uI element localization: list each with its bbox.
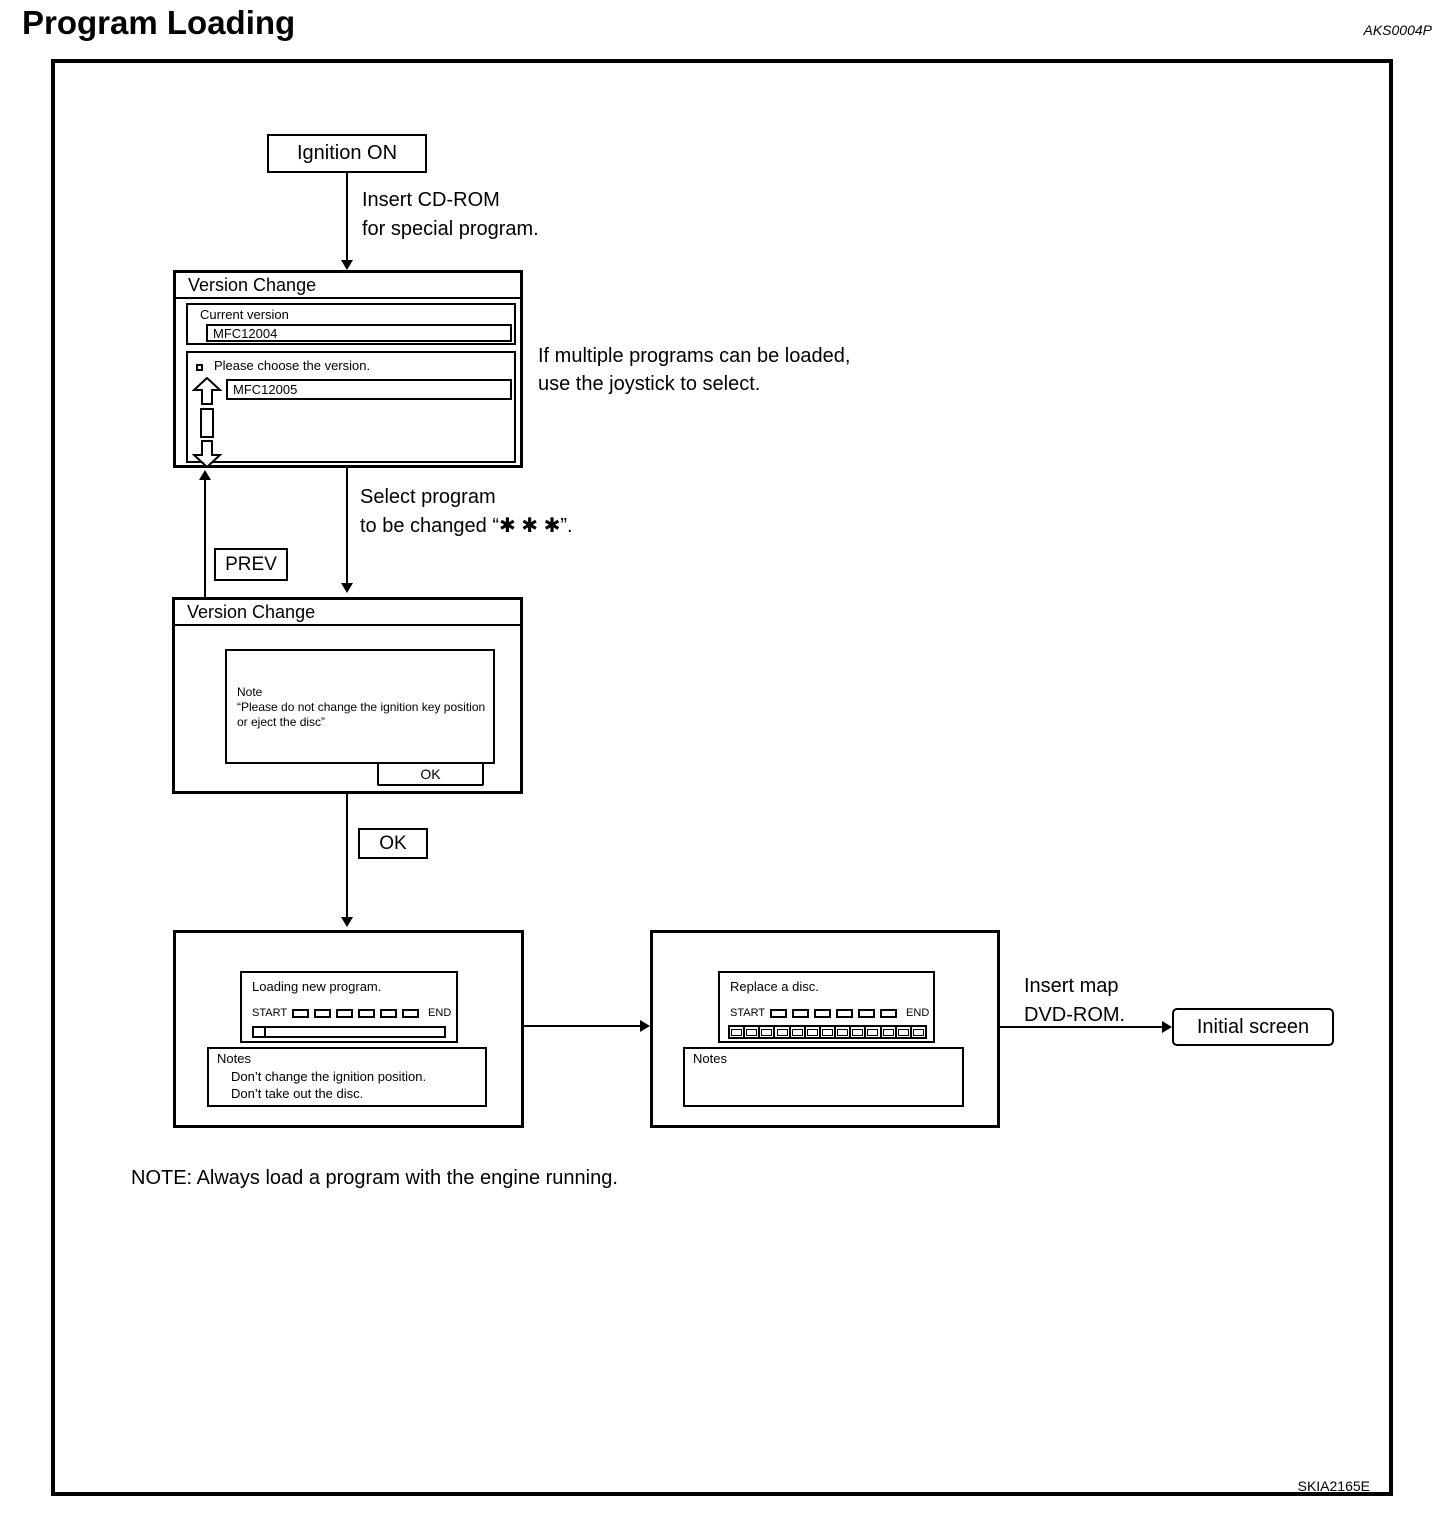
loading-note-2: Don’t take out the disc. (231, 1086, 364, 1101)
progress-cell (358, 1008, 376, 1018)
loading-note-1: Don’t change the ignition position. (231, 1069, 427, 1084)
progress-scale: START END (730, 1007, 929, 1019)
choose-version-panel: Please choose the version. MFC12005 (186, 351, 516, 468)
progress-cell (380, 1008, 398, 1018)
current-version-label: Current version (200, 307, 289, 322)
select-program-label: Select program to be changed “✱ ✱ ✱”. (360, 486, 573, 537)
loading-notes-panel: Notes Don’t change the ignition position… (207, 1047, 487, 1107)
arrow-down-icon (341, 583, 353, 593)
progress-cell (314, 1008, 332, 1018)
note-title: Note (237, 685, 263, 699)
progress-cell (402, 1008, 420, 1018)
connector-line (524, 1025, 641, 1027)
prev-button[interactable]: PREV (214, 548, 288, 581)
progress-cell (292, 1008, 310, 1018)
current-version-panel: Current version MFC12004 (186, 303, 516, 345)
loading-message: Loading new program. (252, 979, 382, 994)
progress-cell (814, 1008, 832, 1018)
version-change-screen-1: Version Change Current version MFC12004 … (173, 270, 523, 468)
end-label: END (428, 1007, 452, 1019)
current-version-field: MFC12004 (206, 324, 512, 342)
start-label: START (252, 1007, 288, 1019)
progress-cell (858, 1008, 876, 1018)
arrow-down-icon (341, 260, 353, 270)
version-change-screen-2: Version Change Note “Please do not chang… (172, 597, 523, 794)
progress-cell (836, 1008, 854, 1018)
segmented-progress-bar (728, 1025, 927, 1039)
connector-line (346, 173, 348, 261)
scroll-up-icon[interactable] (192, 377, 222, 405)
dialog-ok-button[interactable]: OK (377, 762, 484, 786)
replace-disc-box: Replace a disc. START END (650, 930, 1000, 1128)
bullet-square-icon (196, 364, 203, 371)
page-title: Program Loading (22, 4, 296, 41)
version-option-field[interactable]: MFC12005 (226, 379, 512, 400)
scroll-down-icon[interactable] (192, 440, 222, 468)
note-line-1: “Please do not change the ignition key p… (237, 700, 486, 714)
progress-scale: START END (252, 1007, 451, 1019)
end-label: END (906, 1007, 930, 1019)
progress-cell (792, 1008, 810, 1018)
arrow-up-icon (199, 470, 211, 480)
connector-line (346, 794, 348, 918)
figure-ref-top: AKS0004P (1363, 22, 1433, 38)
ok-button[interactable]: OK (358, 828, 428, 859)
progress-fill-divider (264, 1028, 266, 1036)
notes-title: Notes (693, 1051, 727, 1066)
notes-title: Notes (217, 1051, 251, 1066)
arrow-down-icon (341, 917, 353, 927)
choose-version-label: Please choose the version. (214, 358, 371, 373)
connector-line (1000, 1026, 1163, 1028)
note-line-2: or eject the disc” (237, 715, 326, 729)
arrow-right-icon (640, 1020, 650, 1032)
start-label: START (730, 1007, 766, 1019)
progress-cell (880, 1008, 898, 1018)
replace-display: Replace a disc. START END (718, 971, 935, 1043)
engine-running-note: NOTE: Always load a program with the eng… (131, 1167, 618, 1189)
progress-cell (336, 1008, 354, 1018)
diagram-frame (51, 59, 1393, 1496)
connector-line (204, 480, 206, 597)
ignition-on-box: Ignition ON (267, 134, 427, 173)
replace-notes-panel: Notes (683, 1047, 964, 1107)
loading-display: Loading new program. START END (240, 971, 458, 1043)
figure-ref-bottom: SKIA2165E (1297, 1478, 1370, 1494)
initial-screen-box: Initial screen (1172, 1008, 1334, 1046)
arrow-right-icon (1162, 1021, 1172, 1033)
screen-title: Version Change (176, 273, 520, 299)
progress-cell (770, 1008, 788, 1018)
ignition-on-label: Ignition ON (296, 142, 398, 164)
scroll-track[interactable] (200, 408, 214, 438)
insert-cd-label: Insert CD-ROM for special program. (362, 189, 539, 240)
progress-bar (252, 1026, 446, 1038)
loading-screen-box: Loading new program. START END Notes Don… (173, 930, 524, 1128)
joystick-note: If multiple programs can be loaded, use … (538, 345, 851, 395)
replace-message: Replace a disc. (730, 979, 819, 994)
screen-title: Version Change (175, 600, 520, 626)
note-dialog: Note “Please do not change the ignition … (225, 649, 495, 764)
insert-map-label: Insert map DVD-ROM. (1024, 975, 1126, 1026)
connector-line (346, 468, 348, 584)
